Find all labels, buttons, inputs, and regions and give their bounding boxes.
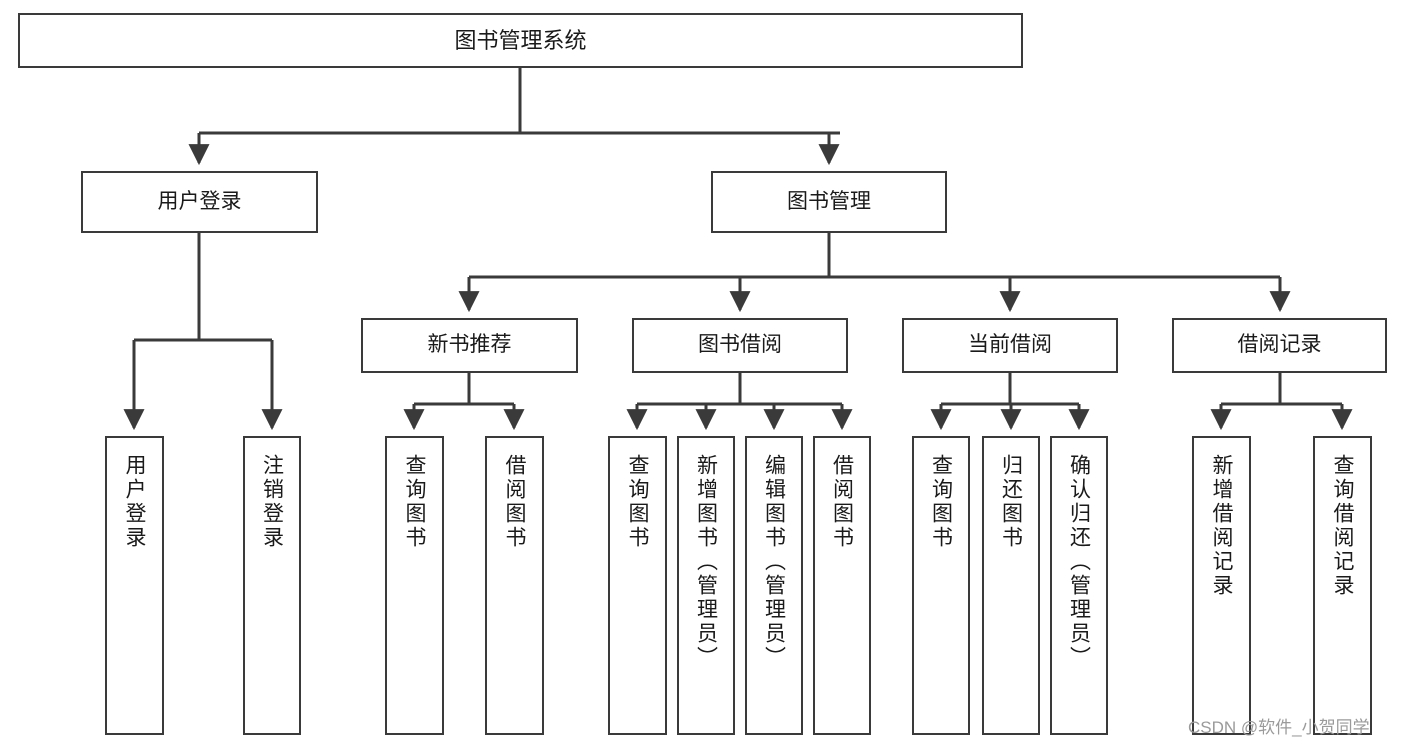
node-leaf-return-book[interactable]: 归还图书 xyxy=(982,436,1040,735)
node-leaf-confirm-return-label: 确认归还（管理员） xyxy=(1067,454,1091,670)
node-leaf-query-book-borrow[interactable]: 查询图书 xyxy=(608,436,667,735)
node-user-login[interactable]: 用户登录 xyxy=(81,171,318,233)
node-borrow-record-label: 借阅记录 xyxy=(1237,333,1322,357)
node-book-management[interactable]: 图书管理 xyxy=(711,171,947,233)
node-leaf-edit-book[interactable]: 编辑图书（管理员） xyxy=(745,436,803,735)
node-current-borrow[interactable]: 当前借阅 xyxy=(902,318,1118,373)
node-user-login-label: 用户登录 xyxy=(157,189,242,213)
node-leaf-return-book-label: 归还图书 xyxy=(999,454,1023,550)
node-leaf-query-book-current-label: 查询图书 xyxy=(929,454,953,550)
node-leaf-borrow-book-recommend-label: 借阅图书 xyxy=(503,454,526,550)
node-current-borrow-label: 当前借阅 xyxy=(968,333,1052,357)
node-book-borrow[interactable]: 图书借阅 xyxy=(632,318,848,373)
node-leaf-query-book-current[interactable]: 查询图书 xyxy=(912,436,970,735)
node-leaf-logout-label: 注销登录 xyxy=(260,454,284,550)
node-leaf-query-book-recommend[interactable]: 查询图书 xyxy=(385,436,444,735)
node-leaf-add-borrow-record[interactable]: 新增借阅记录 xyxy=(1192,436,1251,735)
node-leaf-add-borrow-record-label: 新增借阅记录 xyxy=(1210,454,1233,598)
node-new-book-recommend[interactable]: 新书推荐 xyxy=(361,318,578,373)
node-leaf-query-book-borrow-label: 查询图书 xyxy=(626,454,649,550)
node-leaf-query-borrow-record[interactable]: 查询借阅记录 xyxy=(1313,436,1372,735)
node-leaf-borrow-book[interactable]: 借阅图书 xyxy=(813,436,871,735)
node-borrow-record[interactable]: 借阅记录 xyxy=(1172,318,1387,373)
node-leaf-user-login[interactable]: 用户登录 xyxy=(105,436,164,735)
node-leaf-add-book[interactable]: 新增图书（管理员） xyxy=(677,436,735,735)
node-book-management-label: 图书管理 xyxy=(787,189,871,213)
node-leaf-logout[interactable]: 注销登录 xyxy=(243,436,301,735)
node-leaf-edit-book-label: 编辑图书（管理员） xyxy=(762,454,786,670)
csdn-watermark: CSDN @软件_小贺同学 xyxy=(1188,718,1370,737)
node-leaf-query-book-recommend-label: 查询图书 xyxy=(403,454,426,550)
node-leaf-add-book-label: 新增图书（管理员） xyxy=(694,454,718,670)
node-leaf-user-login-label: 用户登录 xyxy=(123,454,146,550)
node-leaf-query-borrow-record-label: 查询借阅记录 xyxy=(1331,454,1354,598)
node-new-book-recommend-label: 新书推荐 xyxy=(427,333,512,357)
node-leaf-borrow-book-recommend[interactable]: 借阅图书 xyxy=(485,436,544,735)
node-root-label: 图书管理系统 xyxy=(454,27,587,53)
node-root[interactable]: 图书管理系统 xyxy=(18,13,1023,68)
node-book-borrow-label: 图书借阅 xyxy=(698,333,782,357)
node-leaf-confirm-return[interactable]: 确认归还（管理员） xyxy=(1050,436,1108,735)
node-leaf-borrow-book-label: 借阅图书 xyxy=(830,454,854,550)
